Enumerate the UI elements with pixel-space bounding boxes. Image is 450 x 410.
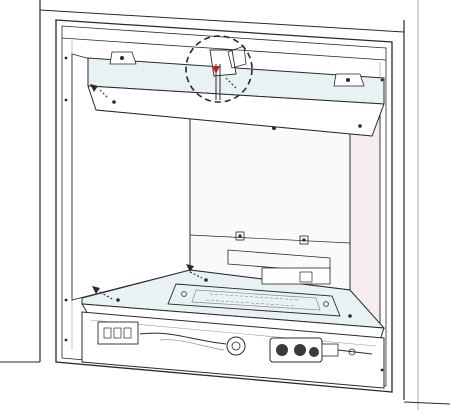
screw-arrow-floor-left [92,286,115,301]
frame-holes [64,56,384,372]
top-baffle [87,51,385,137]
screw-arrow-top-center [212,66,237,89]
valve-compartment [81,311,385,389]
detail-callout-circle [185,35,253,103]
screw-arrow-top-left [90,84,109,99]
screw-arrow-floor-center [186,264,203,279]
